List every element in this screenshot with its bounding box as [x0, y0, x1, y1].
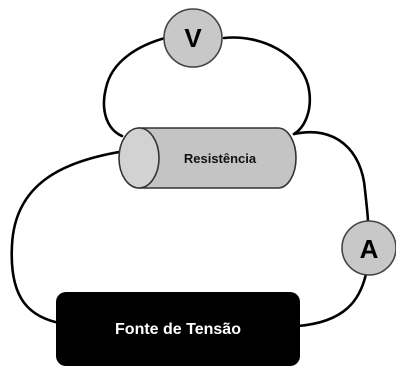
- resistor-label: Resistência: [184, 151, 257, 166]
- ammeter: A: [341, 220, 396, 276]
- resistor: Resistência: [118, 127, 297, 189]
- ammeter-circle: [341, 220, 396, 276]
- resistor-body: [138, 127, 297, 189]
- voltmeter-label: V: [184, 23, 202, 53]
- voltmeter-circle: [163, 8, 223, 68]
- voltmeter: V: [163, 8, 223, 68]
- wire-resistor-to-source: [10, 148, 134, 326]
- wire-resistor-to-ammeter: [292, 131, 370, 224]
- voltage-source: Fonte de Tensão: [56, 292, 300, 366]
- wire-voltmeter-left: [102, 36, 167, 138]
- voltage-source-box: [56, 292, 300, 366]
- ammeter-label: A: [360, 234, 379, 264]
- resistor-end-cap: [118, 127, 160, 189]
- wire-voltmeter-right: [222, 36, 312, 136]
- wire-ammeter-to-source: [296, 272, 368, 328]
- voltage-source-label: Fonte de Tensão: [115, 321, 241, 338]
